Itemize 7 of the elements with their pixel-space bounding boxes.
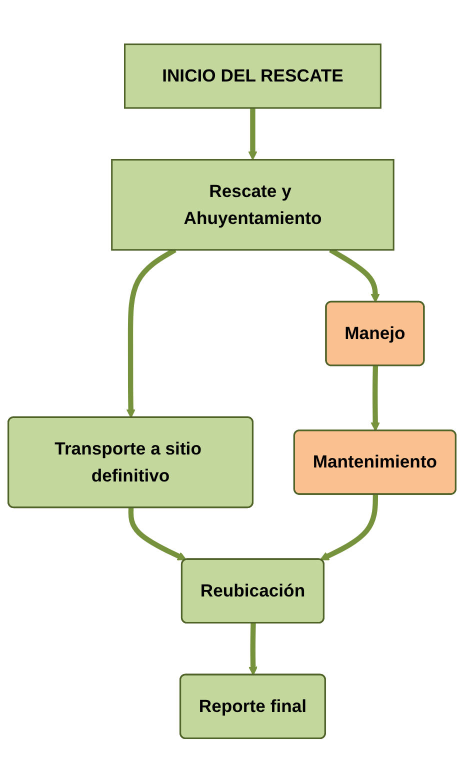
arrow xyxy=(128,508,187,561)
arrow xyxy=(370,366,380,432)
arrow xyxy=(248,623,258,676)
node-box: INICIO DEL RESCATE xyxy=(124,44,382,109)
node-box: Rescate y Ahuyentamiento xyxy=(111,159,394,251)
arrow xyxy=(320,494,378,560)
arrow xyxy=(248,108,258,160)
